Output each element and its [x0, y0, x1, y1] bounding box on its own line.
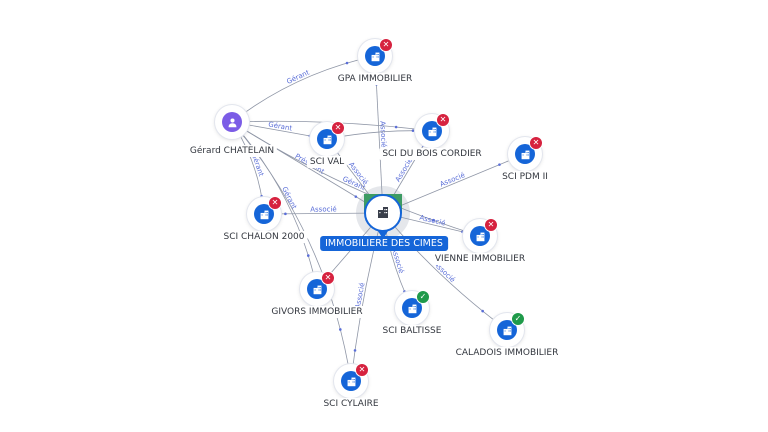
- inactive-cross-icon: ✕: [379, 38, 393, 52]
- pin-pointer: [378, 231, 388, 239]
- edge-gerard-vienne: [231, 121, 481, 237]
- edge-arrow-gerard-center: [354, 195, 358, 198]
- edge-label-center-chalon: Associé: [310, 205, 337, 213]
- edge-arrow-center-chalon: [284, 212, 287, 216]
- edge-arrow-gerard-givors: [306, 254, 310, 257]
- edge-center-cylaire: [350, 212, 384, 382]
- inactive-cross-icon: ✕: [331, 121, 345, 135]
- edge-arrow-gerard-chalon: [260, 194, 263, 198]
- node-sci-baltisse[interactable]: ✓: [395, 290, 430, 325]
- building-icon: [341, 371, 361, 391]
- node-label-caladois-immobilier[interactable]: CALADOIS IMMOBILIER: [452, 347, 562, 359]
- node-givors-immobilier[interactable]: ✕: [300, 271, 335, 306]
- person-icon: [222, 112, 242, 132]
- building-icon: [376, 204, 390, 223]
- building-icon: [422, 121, 442, 141]
- node-caladois-immobilier[interactable]: ✓: [490, 312, 525, 347]
- inactive-cross-icon: ✕: [321, 271, 335, 285]
- building-icon: [497, 320, 517, 340]
- edge-arrow-center-pdm: [498, 163, 501, 166]
- node-sci-chalon-2000[interactable]: ✕: [247, 196, 282, 231]
- edge-arrow-center-caladois: [481, 309, 484, 313]
- edge-label-center-boiscordier: Associé: [394, 157, 414, 184]
- inactive-cross-icon: ✕: [355, 363, 369, 377]
- center-node-label[interactable]: IMMOBILIERE DES CIMES: [320, 236, 448, 251]
- inactive-cross-icon: ✕: [484, 218, 498, 232]
- building-icon: [307, 279, 327, 299]
- edge-arrow-gerard-gpa: [345, 61, 349, 65]
- active-check-icon: ✓: [511, 312, 525, 326]
- building-icon: [402, 298, 422, 318]
- edge-arrow-gerard-vienne: [431, 219, 435, 222]
- node-label-sci-val[interactable]: SCI VAL: [306, 156, 348, 168]
- edge-label-center-gpa: Associé: [378, 121, 387, 148]
- center-node[interactable]: ✓: [356, 186, 410, 240]
- edge-arrow-gerard-boiscordier: [394, 125, 398, 129]
- node-label-givors-immobilier[interactable]: GIVORS IMMOBILIER: [268, 306, 366, 318]
- edge-label-center-vienne: Associé: [419, 214, 447, 228]
- inactive-cross-icon: ✕: [268, 196, 282, 210]
- node-label-sci-pdm-ii[interactable]: SCI PDM II: [499, 171, 551, 183]
- node-label-sci-baltisse[interactable]: SCI BALTISSE: [379, 325, 445, 337]
- node-sci-val[interactable]: ✕: [310, 121, 345, 156]
- node-label-vienne-immobilier[interactable]: VIENNE IMMOBILIER: [431, 253, 529, 265]
- node-sci-pdm-ii[interactable]: ✕: [508, 136, 543, 171]
- edge-label-center-pdm: Associé: [439, 171, 467, 189]
- edge-arrow-center-cylaire: [353, 349, 357, 352]
- node-label-gerard-chatelain[interactable]: Gérard CHATELAIN: [186, 145, 278, 157]
- center-disc: [364, 194, 402, 232]
- node-label-sci-cylaire[interactable]: SCI CYLAIRE: [320, 398, 382, 410]
- node-sci-du-bois-cordier[interactable]: ✕: [415, 113, 450, 148]
- building-icon: [515, 144, 535, 164]
- node-gerard-chatelain[interactable]: [215, 105, 249, 139]
- edge-center-caladois: [382, 212, 508, 331]
- building-icon: [254, 204, 274, 224]
- node-sci-cylaire[interactable]: ✕: [334, 363, 369, 398]
- active-check-icon: ✓: [416, 290, 430, 304]
- edge-label-gerard-gpa: Gérant: [285, 68, 310, 85]
- edge-gerard-gpa: [231, 55, 376, 123]
- inactive-cross-icon: ✕: [436, 113, 450, 127]
- node-vienne-immobilier[interactable]: ✕: [463, 218, 498, 253]
- building-icon: [470, 226, 490, 246]
- edge-arrow-gerard-cylaire: [339, 328, 342, 331]
- node-label-sci-chalon-2000[interactable]: SCI CHALON 2000: [220, 231, 308, 243]
- inactive-cross-icon: ✕: [529, 136, 543, 150]
- building-icon: [317, 129, 337, 149]
- node-gpa-immobilier[interactable]: ✕: [358, 38, 393, 73]
- edge-arrow-scival-boiscordier: [411, 129, 415, 132]
- building-icon: [365, 46, 385, 66]
- node-label-gpa-immobilier[interactable]: GPA IMMOBILIER: [334, 73, 416, 85]
- node-label-sci-du-bois-cordier[interactable]: SCI DU BOIS CORDIER: [379, 148, 485, 160]
